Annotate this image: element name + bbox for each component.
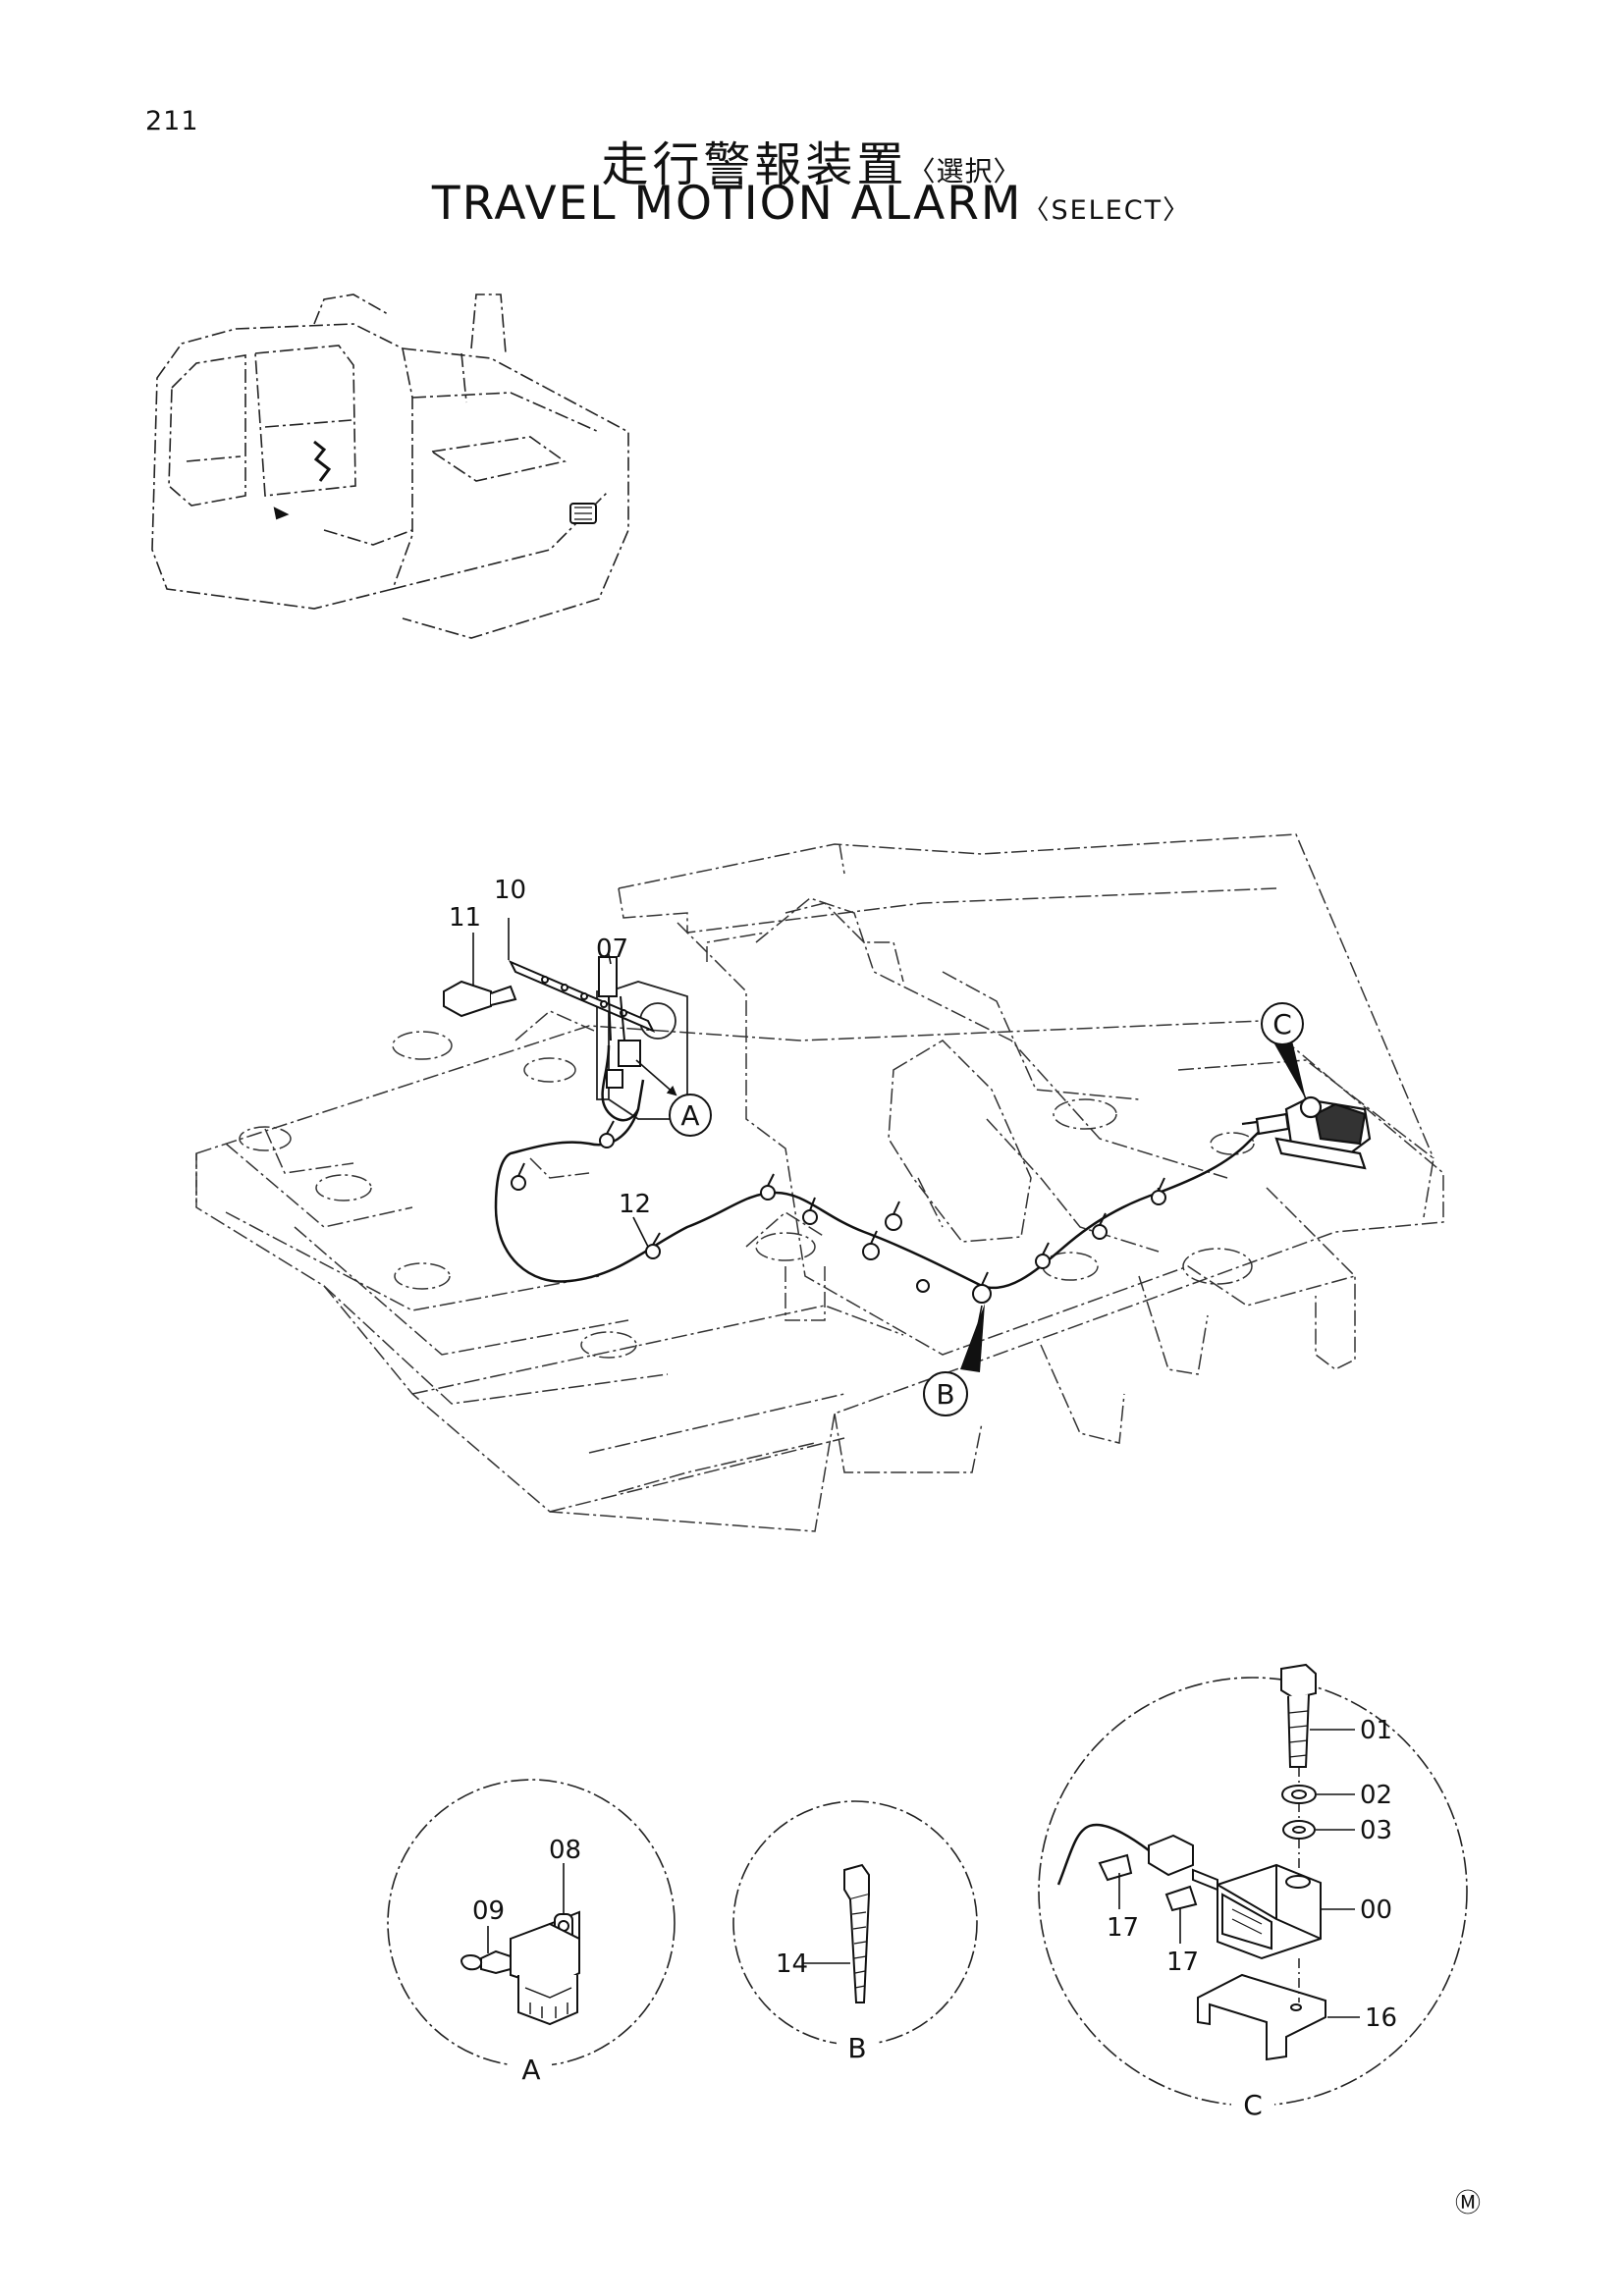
callout-01: 01 [1360, 1716, 1392, 1745]
callout-11: 11 [449, 903, 481, 933]
callout-16: 16 [1365, 2003, 1397, 2033]
callout-00: 00 [1360, 1896, 1392, 1925]
title-japanese: 走行警報装置〈選択〉 [0, 126, 1623, 194]
ref-circle-a: A [669, 1094, 712, 1137]
callout-14: 14 [776, 1949, 808, 1979]
title-jp-text: 走行警報装置 [601, 137, 908, 192]
excavator-overview [151, 294, 629, 639]
callout-17-right: 17 [1166, 1948, 1199, 1977]
callout-17-left: 17 [1107, 1913, 1139, 1943]
detail-b: 14 B [732, 1800, 978, 2064]
ref-circle-c: C [1261, 1002, 1304, 1045]
pointer-wedges [960, 1041, 1306, 1372]
ref-label-b: B [936, 1378, 954, 1411]
detail-label-a: A [521, 2054, 540, 2086]
alarm-location-overview [273, 440, 597, 524]
detail-c: 01 02 03 00 16 17 17 C [1038, 1663, 1468, 2121]
boom-bracket [596, 981, 688, 1120]
title-en-select: 〈SELECT〉 [1022, 195, 1192, 226]
m-marker: Ⓜ [1455, 2189, 1482, 2218]
ref-circle-b: B [923, 1371, 968, 1416]
relay-bracket-assembly [443, 956, 656, 1089]
upper-frame [195, 833, 1444, 1532]
detail-label-c: C [1243, 2089, 1263, 2121]
page-number: 211 [145, 106, 199, 136]
callout-09: 09 [472, 1896, 505, 1926]
callout-07: 07 [596, 934, 628, 964]
callout-10: 10 [494, 876, 526, 905]
alarm-unit-assembled [1241, 1095, 1372, 1170]
ref-label-a: A [680, 1099, 699, 1132]
callout-02: 02 [1360, 1781, 1392, 1810]
callout-03: 03 [1360, 1816, 1392, 1845]
title-english: TRAVEL MOTION ALARM〈SELECT〉 [0, 177, 1623, 231]
ref-label-c: C [1272, 1008, 1292, 1041]
detail-label-b: B [847, 2032, 866, 2064]
callout-08: 08 [549, 1836, 581, 1865]
title-jp-select: 〈選択〉 [907, 155, 1022, 187]
harness-clamps [511, 1120, 1166, 1304]
callout-12: 12 [619, 1190, 651, 1219]
title-en-text: TRAVEL MOTION ALARM [431, 177, 1023, 231]
detail-a: 08 09 A [387, 1779, 676, 2086]
